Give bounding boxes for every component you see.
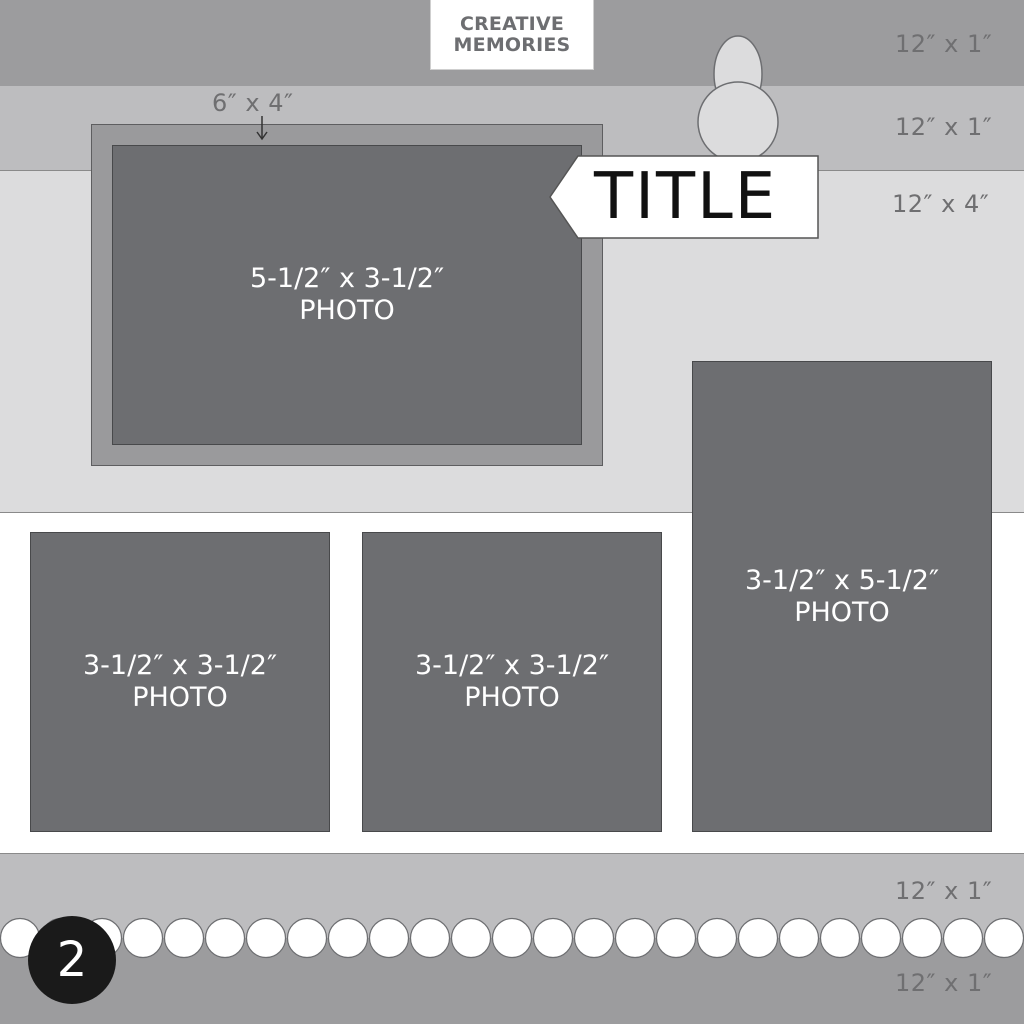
photo-slot-3.5x3.5-middle: 3-1/2″ x 3-1/2″ PHOTO bbox=[362, 532, 662, 832]
band-label-third: 12″ x 4″ bbox=[892, 190, 990, 218]
border-circle bbox=[901, 917, 943, 959]
band-label-second: 12″ x 1″ bbox=[895, 113, 993, 141]
photo-size-label: 3-1/2″ x 3-1/2″ bbox=[82, 650, 278, 681]
logo-line-2: MEMORIES bbox=[453, 33, 571, 56]
border-circle bbox=[860, 917, 902, 959]
photo-label: PHOTO bbox=[299, 295, 395, 326]
border-circle bbox=[368, 917, 410, 959]
border-circle bbox=[737, 917, 779, 959]
border-circle bbox=[614, 917, 656, 959]
border-circle bbox=[532, 917, 574, 959]
border-circle bbox=[491, 917, 533, 959]
band-label-bottom1: 12″ x 1″ bbox=[895, 877, 993, 905]
photo-size-label: 3-1/2″ x 5-1/2″ bbox=[744, 564, 940, 596]
photo-slot-5.5x3.5: 5-1/2″ x 3-1/2″ PHOTO bbox=[112, 145, 582, 445]
mat-size-label: 6″ x 4″ bbox=[212, 89, 294, 117]
logo-line-1: CREATIVE bbox=[459, 12, 565, 35]
creative-memories-logo: CREATIVE MEMORIES bbox=[430, 0, 594, 70]
band-label-top: 12″ x 1″ bbox=[895, 30, 993, 58]
border-circle bbox=[696, 917, 738, 959]
scalloped-circle-border bbox=[0, 917, 1024, 959]
border-circle bbox=[286, 917, 328, 959]
border-circle bbox=[983, 917, 1024, 959]
photo-label: PHOTO bbox=[132, 682, 228, 713]
border-circle bbox=[655, 917, 697, 959]
photo-slot-3.5x3.5-left: 3-1/2″ x 3-1/2″ PHOTO bbox=[30, 532, 330, 832]
title-tag-shape bbox=[549, 155, 819, 239]
photo-label: PHOTO bbox=[464, 682, 560, 713]
flower-embellishment-icon bbox=[697, 35, 779, 158]
photo-size-label: 5-1/2″ x 3-1/2″ bbox=[249, 263, 445, 294]
title-tag-text: TITLE bbox=[594, 160, 778, 234]
band-label-bottom2: 12″ x 1″ bbox=[895, 969, 993, 997]
border-circle bbox=[942, 917, 984, 959]
border-circle bbox=[204, 917, 246, 959]
border-circle bbox=[163, 917, 205, 959]
border-circle bbox=[573, 917, 615, 959]
border-circle bbox=[409, 917, 451, 959]
border-circle bbox=[327, 917, 369, 959]
arrow-down-icon bbox=[256, 116, 268, 141]
border-circle bbox=[122, 917, 164, 959]
border-circle bbox=[245, 917, 287, 959]
page-number-badge: 2 bbox=[28, 916, 116, 1004]
photo-slot-3.5x5.5: 3-1/2″ x 5-1/2″ PHOTO bbox=[692, 361, 992, 832]
photo-label: PHOTO bbox=[794, 596, 890, 628]
border-circle bbox=[778, 917, 820, 959]
border-circle bbox=[819, 917, 861, 959]
photo-size-label: 3-1/2″ x 3-1/2″ bbox=[414, 650, 610, 681]
border-circle bbox=[450, 917, 492, 959]
